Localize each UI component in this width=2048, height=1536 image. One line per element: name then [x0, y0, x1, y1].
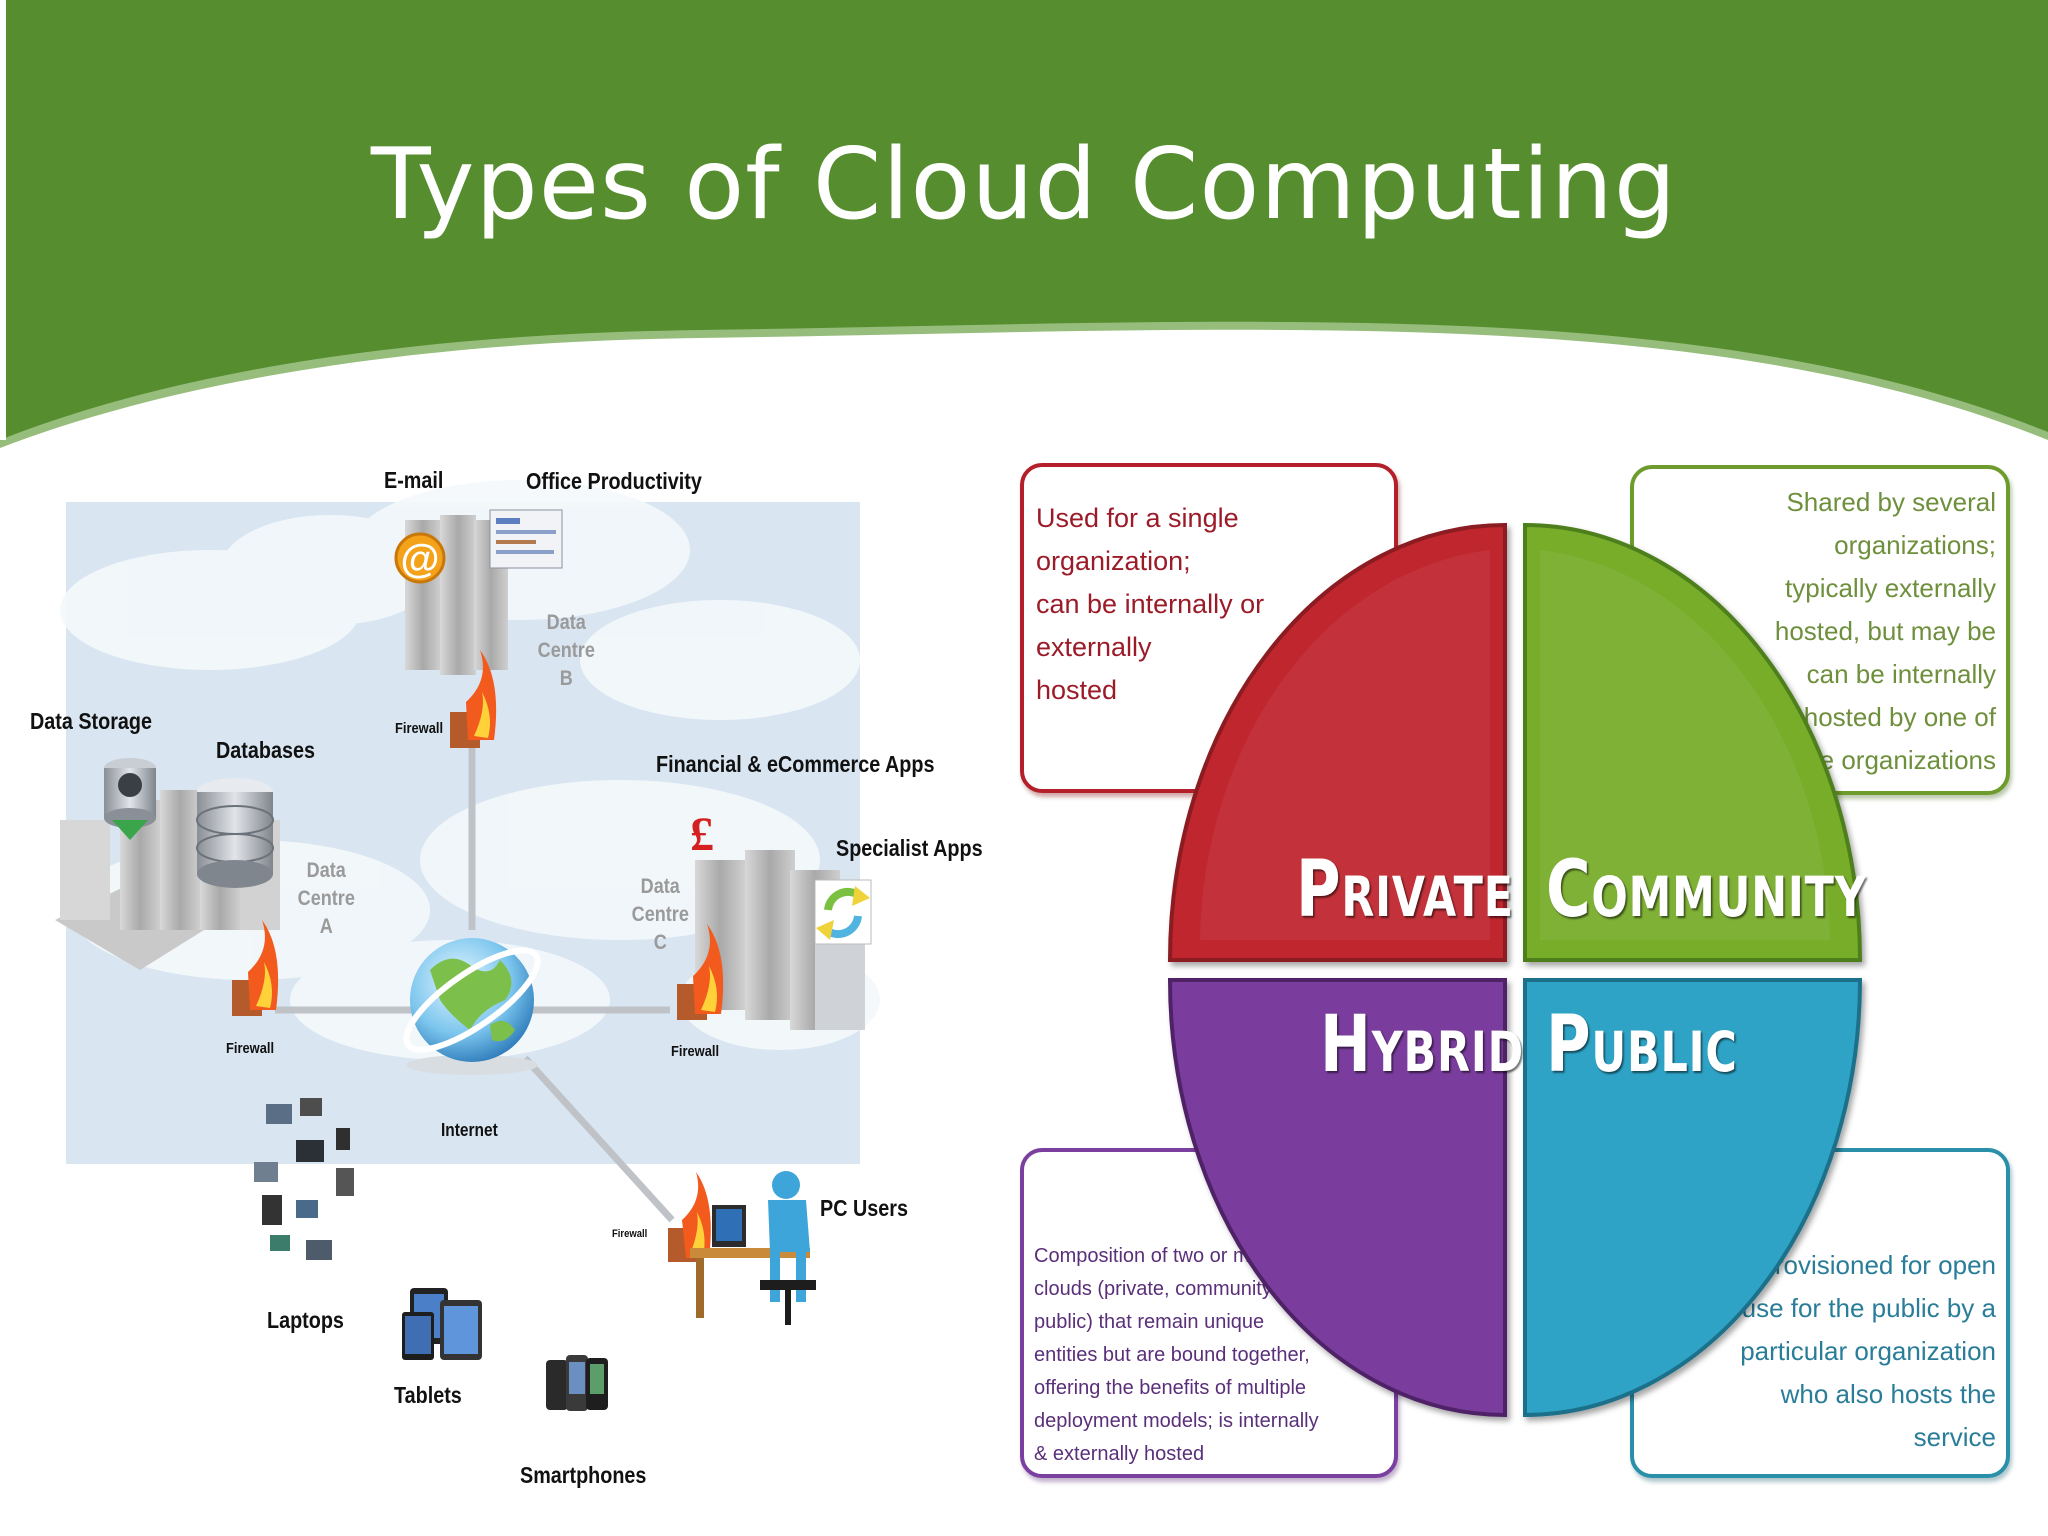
databases-icon [196, 778, 274, 888]
currency-pound-icon: £ [690, 808, 714, 861]
page-title: Types of Cloud Computing [370, 128, 1678, 242]
firewall-icon-a [232, 920, 279, 1016]
label-specialist-apps: Specialist Apps [836, 835, 983, 861]
specialist-apps-icon [814, 879, 872, 945]
label-financial-apps: Financial & eCommerce Apps [656, 751, 935, 777]
internet-globe-icon [403, 938, 541, 1075]
label-firewall-b: Firewall [395, 720, 444, 737]
public-label: Public [1546, 1000, 1738, 1090]
laptops-icon [254, 1098, 354, 1260]
label-pc-users: PC Users [820, 1195, 908, 1221]
public-quadrant [1523, 978, 1863, 1418]
data-centre-b-servers [405, 509, 563, 675]
community-quadrant [1523, 522, 1863, 962]
label-firewall-pc: Firewall [612, 1228, 648, 1240]
email-icon [394, 532, 446, 584]
data-storage-icon [104, 758, 156, 840]
community-label: Community [1546, 845, 1867, 935]
label-databases: Databases [216, 737, 315, 763]
label-laptops: Laptops [267, 1307, 344, 1333]
header-band [0, 0, 2048, 448]
label-firewall-c: Firewall [671, 1043, 720, 1060]
label-firewall-a: Firewall [226, 1040, 275, 1057]
label-data-storage: Data Storage [30, 708, 153, 734]
label-tablets: Tablets [394, 1382, 462, 1408]
email-at-symbol: @ [400, 537, 439, 581]
firewall-icon-c [677, 924, 724, 1020]
network-diagram: @ [55, 480, 880, 1411]
cloud-types-pie [1167, 522, 1863, 1418]
pc-users-icon [690, 1171, 816, 1325]
smartphones-icon [546, 1355, 608, 1411]
hybrid-quadrant [1167, 978, 1507, 1418]
label-email: E-mail [384, 467, 444, 493]
hybrid-label: Hybrid [1320, 1000, 1524, 1090]
label-internet: Internet [441, 1120, 498, 1140]
private-quadrant [1167, 522, 1507, 962]
label-office-productivity: Office Productivity [526, 468, 702, 494]
tablets-icon [402, 1288, 482, 1360]
connection-lines [275, 740, 675, 1223]
firewall-icon-b [450, 650, 497, 748]
hybrid-description-box: Composition of two or more clouds (priva… [1020, 1148, 1398, 1478]
label-smartphones: Smartphones [520, 1462, 647, 1488]
private-label: Private [1296, 845, 1514, 935]
